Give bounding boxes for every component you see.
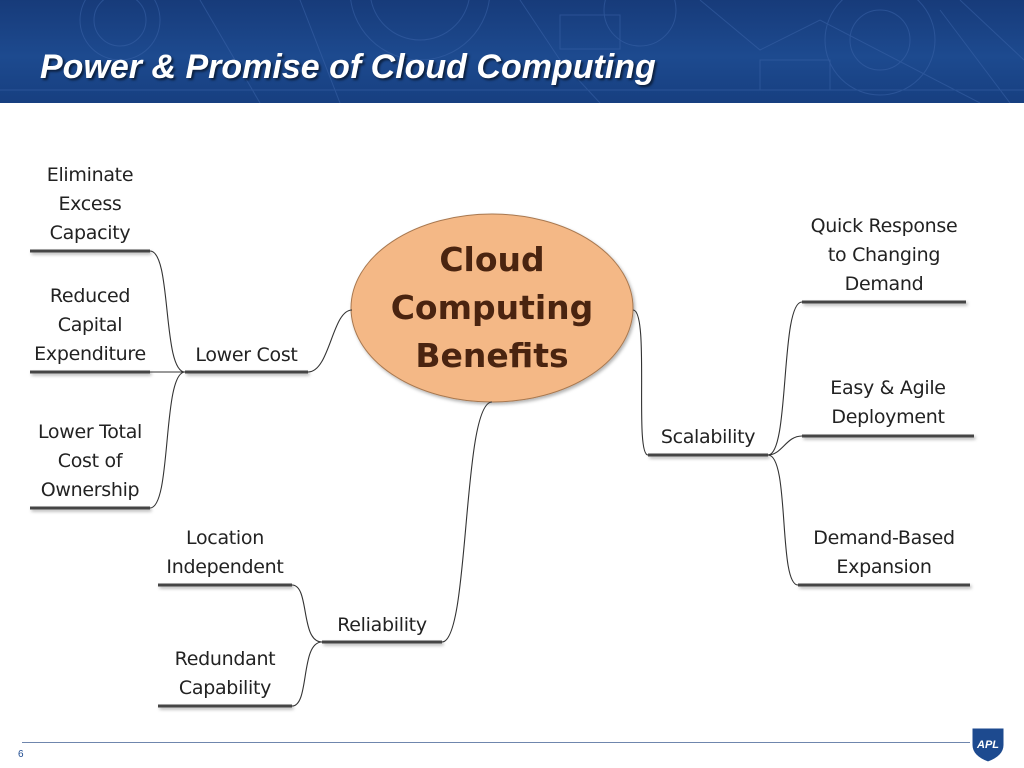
node-line: Independent bbox=[166, 556, 284, 578]
node-lower-total-cost: Lower Total Cost of Ownership bbox=[30, 418, 150, 505]
node-eliminate-excess-capacity: Eliminate Excess Capacity bbox=[30, 161, 150, 248]
node-line: Lower Total bbox=[37, 421, 143, 443]
node-reduced-capital-expenditure: Reduced Capital Expenditure bbox=[30, 282, 150, 369]
node-line: Expansion bbox=[836, 556, 932, 578]
node-line: Location bbox=[186, 527, 264, 549]
connector-scalability-quick bbox=[767, 301, 803, 456]
footer-divider bbox=[22, 742, 970, 743]
connector-center-reliability bbox=[441, 401, 493, 643]
node-line: Reduced bbox=[49, 285, 131, 307]
center-line-1: Cloud bbox=[439, 240, 545, 279]
node-line: Demand bbox=[844, 273, 924, 295]
node-reliability: Reliability bbox=[337, 614, 427, 636]
connector-reliability-location bbox=[291, 584, 323, 643]
node-line: Eliminate bbox=[46, 164, 134, 186]
connectors bbox=[149, 250, 803, 707]
center-line-2: Computing bbox=[390, 288, 594, 327]
node-location-independent: Location Independent bbox=[158, 524, 292, 582]
title-banner: Power & Promise of Cloud Computing bbox=[0, 0, 1024, 103]
node-line: Capacity bbox=[49, 222, 131, 244]
node-scalability: Scalability bbox=[660, 426, 756, 448]
node-line: Easy & Agile bbox=[830, 377, 946, 399]
apl-shield-logo: APL bbox=[971, 727, 1005, 763]
node-line: Capital bbox=[57, 314, 123, 336]
node-line: Quick Response bbox=[810, 215, 958, 237]
page-number: 6 bbox=[18, 749, 24, 760]
center-node-label: Cloud Computing Benefits bbox=[350, 236, 634, 380]
node-line: Cost of bbox=[57, 450, 123, 472]
logo-text: APL bbox=[976, 739, 999, 751]
connector-center-lower-cost bbox=[307, 309, 353, 373]
connector-lower-cost-total bbox=[149, 371, 186, 509]
node-quick-response: Quick Response to Changing Demand bbox=[802, 212, 966, 299]
node-demand-based-expansion: Demand-Based Expansion bbox=[798, 524, 970, 582]
underlines bbox=[30, 249, 974, 708]
node-easy-agile-deployment: Easy & Agile Deployment bbox=[802, 374, 974, 432]
connector-center-scalability bbox=[632, 309, 649, 456]
connector-scalability-easy bbox=[767, 435, 803, 456]
slide-title: Power & Promise of Cloud Computing bbox=[40, 48, 656, 86]
node-redundant-capability: Redundant Capability bbox=[158, 645, 292, 703]
connector-reliability-redundant bbox=[291, 641, 323, 707]
node-line: Demand-Based bbox=[813, 527, 955, 549]
node-line: Expenditure bbox=[34, 343, 146, 365]
node-line: Ownership bbox=[40, 479, 140, 501]
node-line: Deployment bbox=[831, 406, 945, 428]
node-line: Capability bbox=[178, 677, 272, 699]
connector-scalability-demand bbox=[767, 454, 799, 586]
node-lower-cost: Lower Cost bbox=[195, 344, 298, 366]
node-line: Redundant bbox=[174, 648, 276, 670]
node-line: Excess bbox=[58, 193, 122, 215]
node-line: to Changing bbox=[827, 244, 941, 266]
blueprint-pattern bbox=[0, 0, 1024, 103]
center-line-3: Benefits bbox=[415, 336, 569, 375]
connector-lower-cost-eliminate bbox=[149, 250, 186, 373]
